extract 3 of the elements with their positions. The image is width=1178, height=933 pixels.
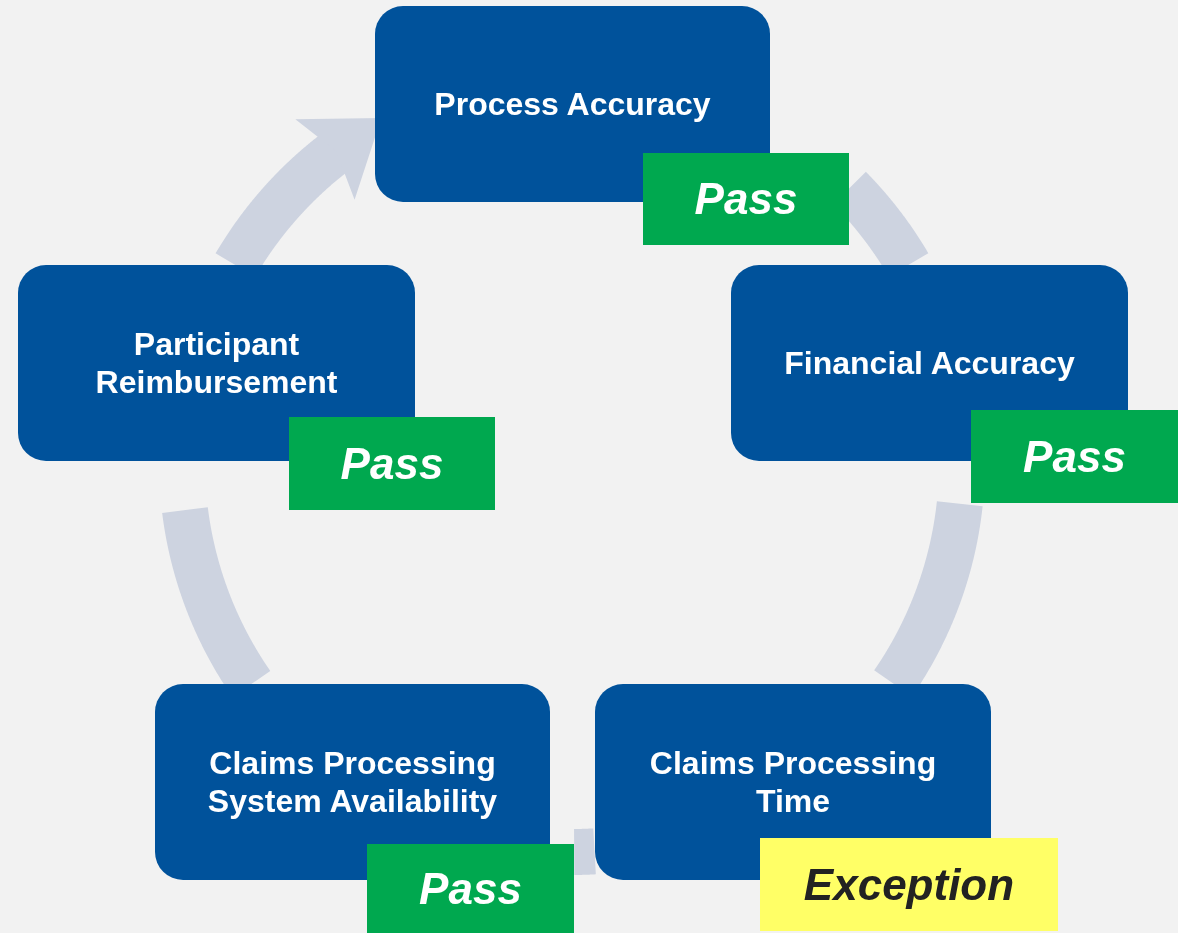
status-badge: Pass [643,153,849,245]
status-badge: Pass [971,410,1178,503]
status-badge: Exception [760,838,1058,931]
